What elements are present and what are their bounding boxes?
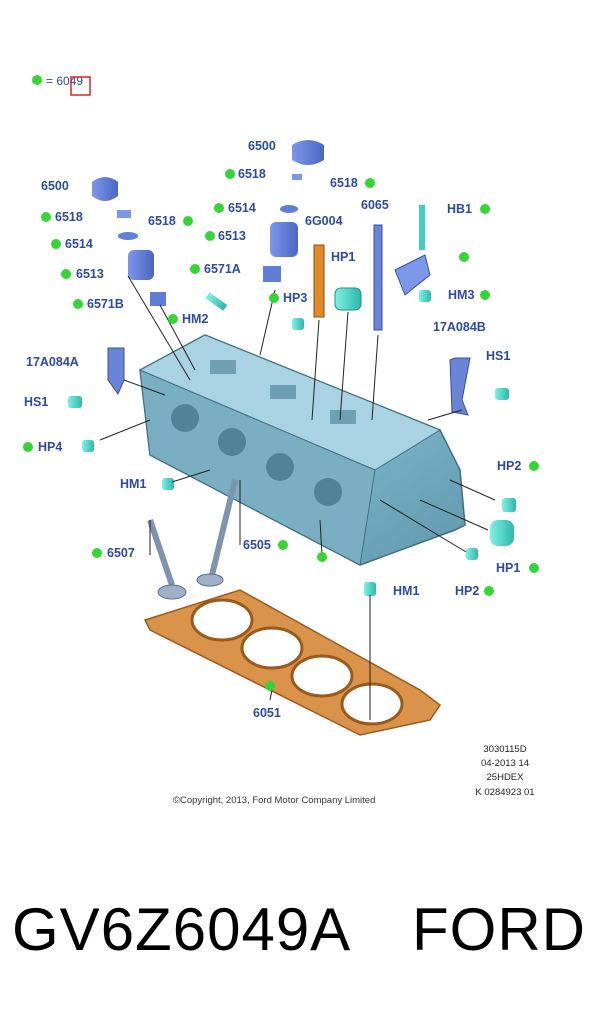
bolt-hb1: [419, 205, 425, 250]
head-gasket: [143, 589, 442, 736]
label-hm1-bottom: HM1: [393, 584, 419, 598]
lifting-eye-17a084b: [449, 357, 471, 416]
label-6518-left-right: 6518: [148, 214, 176, 228]
fuel-injector: [313, 244, 325, 318]
label-6065: 6065: [361, 198, 389, 212]
label-hp2-right: HP2: [497, 459, 521, 473]
label-6051: 6051: [253, 706, 281, 720]
meta-line-4: K 0284923 01: [475, 787, 534, 798]
label-17a084b: 17A084B: [433, 320, 486, 334]
label-hm3: HM3: [448, 288, 474, 302]
meta-line-2: 04-2013 14: [481, 758, 529, 769]
valvetrain-center: [263, 140, 324, 282]
label-hm2: HM2: [182, 312, 208, 326]
legend-highlight-box: [70, 76, 91, 96]
label-17a084a: 17A084A: [26, 355, 79, 369]
label-6571b: 6571B: [87, 297, 124, 311]
callout-dots: [23, 169, 539, 691]
label-hs1-left: HS1: [24, 395, 48, 409]
label-hp1-bottom: HP1: [496, 561, 520, 575]
label-hp4: HP4: [38, 440, 62, 454]
label-6518-center-right: 6518: [330, 176, 358, 190]
caption-bar: GV6Z6049A FORD: [0, 895, 600, 985]
label-6513-center: 6513: [218, 229, 246, 243]
plug-hp1: [334, 287, 362, 311]
legend: = 6049: [32, 74, 91, 96]
label-6500-center: 6500: [248, 139, 276, 153]
label-6513-left: 6513: [76, 267, 104, 281]
label-hp2-bottom: HP2: [455, 584, 479, 598]
label-hp3: HP3: [283, 291, 307, 305]
fasteners: [68, 290, 516, 596]
leader-lines: [99, 275, 496, 720]
label-6g004: 6G004: [305, 214, 343, 228]
bracket-hb1: [394, 254, 431, 296]
cylinder-head: [138, 334, 466, 566]
label-hs1-right: HS1: [486, 349, 510, 363]
valve-intake: [147, 519, 187, 600]
exploded-parts-diagram: = 6049: [23, 74, 539, 806]
label-6500-left: 6500: [41, 179, 69, 193]
label-6518-left: 6518: [55, 210, 83, 224]
label-6571a: 6571A: [204, 262, 241, 276]
legend-text: = 6049: [46, 74, 83, 88]
label-6514-center: 6514: [228, 201, 256, 215]
valve-exhaust: [196, 479, 238, 587]
head-bolt: [373, 224, 383, 331]
label-6507: 6507: [107, 546, 135, 560]
meta-line-3: 25HDEX: [487, 772, 525, 783]
drawing-meta: 3030115D 04-2013 14 25HDEX K 0284923 01: [475, 744, 534, 798]
lifting-eye-17a084a: [107, 347, 125, 396]
part-labels: 6500 6500 6518 6518 6518 6518 6514 6514 …: [24, 139, 521, 720]
legend-dot-icon: [32, 75, 42, 85]
copyright-text: ©Copyright, 2013, Ford Motor Company Lim…: [173, 795, 375, 806]
part-number: GV6Z6049A: [12, 896, 352, 963]
meta-line-1: 3030115D: [483, 744, 526, 755]
brand-name: FORD: [412, 896, 586, 963]
label-hp1-top: HP1: [331, 250, 355, 264]
valvetrain-left: [92, 177, 166, 306]
label-6514-left: 6514: [65, 237, 93, 251]
label-hm1-left: HM1: [120, 477, 146, 491]
label-hb1: HB1: [447, 202, 472, 216]
label-6505: 6505: [243, 538, 271, 552]
label-6518-center-left: 6518: [238, 167, 266, 181]
